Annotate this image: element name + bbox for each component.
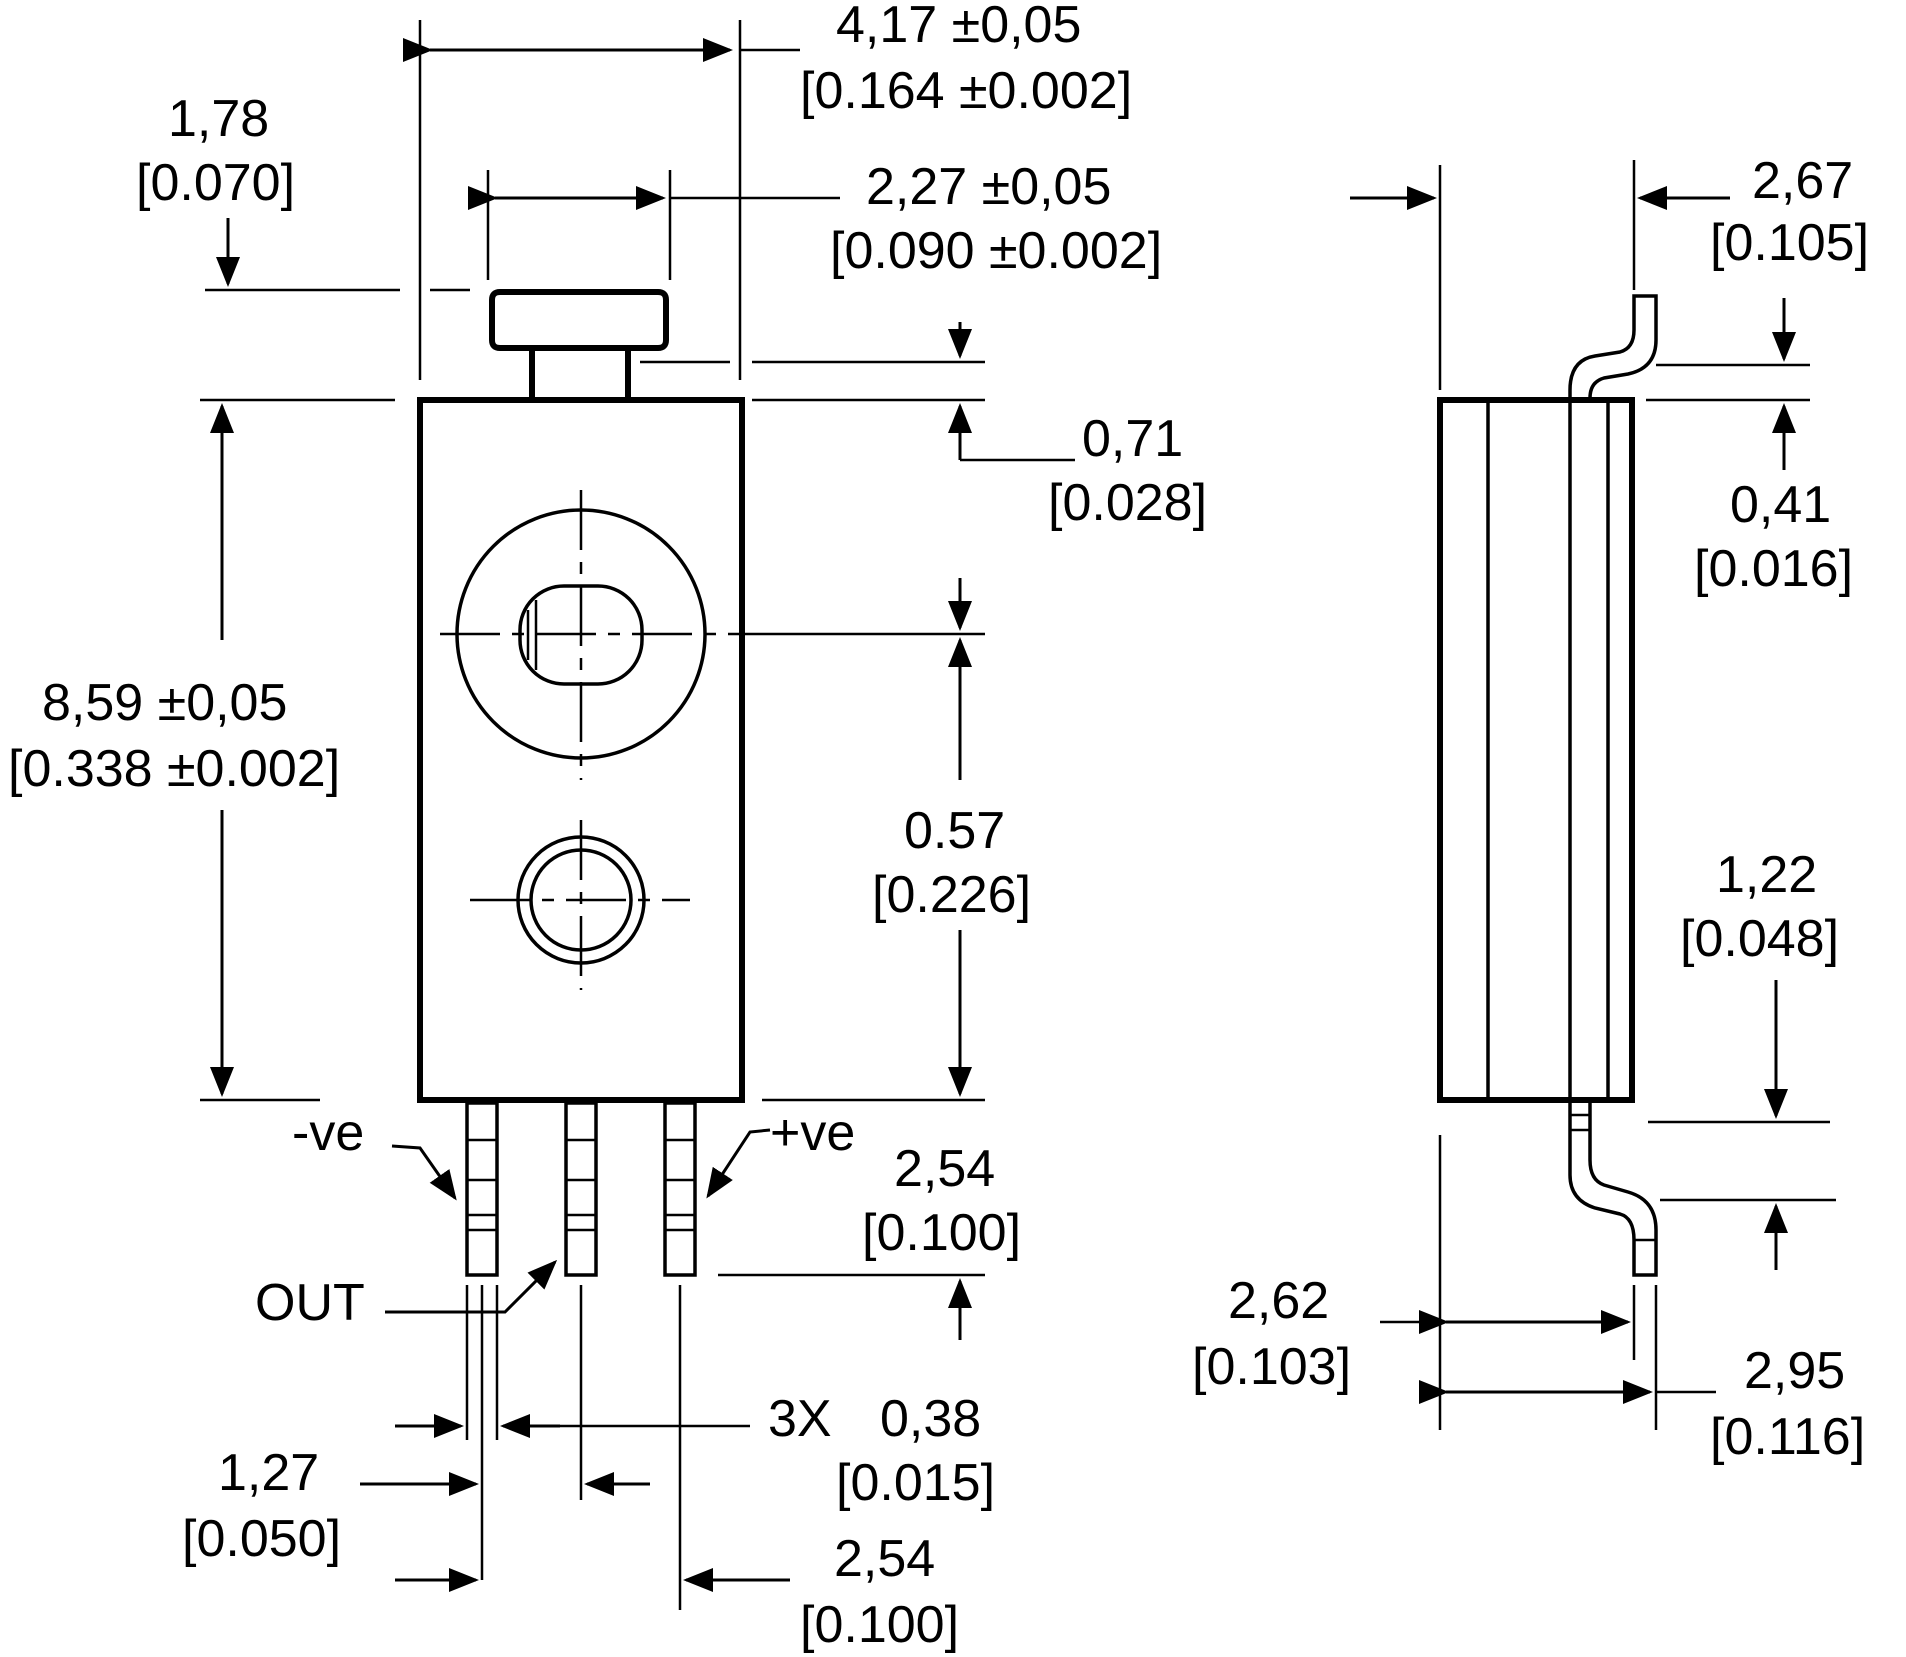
overall-width-mm: 4,17 ±0,05 (836, 0, 1081, 54)
button-stem (529, 345, 631, 403)
side-lead-outer-inch: [0.116] (1710, 1408, 1865, 1466)
body-height-inch: [0.338 ±0.002] (8, 740, 340, 798)
center-to-base-inch: [0.226] (872, 866, 1031, 924)
lead-pitch-mm: 2,54 (834, 1530, 935, 1588)
body-height-mm: 8,59 ±0,05 (42, 674, 287, 732)
side-depth-mm: 2,67 (1752, 152, 1853, 210)
side-view (1350, 160, 1836, 1430)
side-bottom-lead (1568, 1100, 1658, 1277)
lead-width-mm: 0,38 (880, 1390, 981, 1448)
side-lead-outer-mm: 2,95 (1744, 1342, 1845, 1400)
lead-offset-mm: 1,27 (218, 1444, 319, 1502)
side-lead-inner-mm: 2,62 (1228, 1272, 1329, 1330)
side-top-tab (1568, 294, 1658, 400)
lead-positive (663, 1101, 697, 1277)
side-tab-mm: 0,41 (1730, 476, 1831, 534)
dimension-labels: 4,17 ±0,05 [0.164 ±0.002] 1,78 [0.070] 2… (8, 0, 1869, 1654)
button-height-inch: [0.028] (1048, 474, 1207, 532)
lead-exposed-mm: 2,54 (894, 1140, 995, 1198)
button-height-mm: 0,71 (1082, 410, 1183, 468)
side-bend-inch: [0.048] (1680, 910, 1839, 968)
button-width-inch: [0.090 ±0.002] (830, 222, 1162, 280)
lead-negative (465, 1101, 499, 1277)
button-width-mm: 2,27 ±0,05 (866, 158, 1111, 216)
button-cap (489, 289, 669, 351)
button-offset-inch: [0.070] (136, 154, 295, 212)
side-body (1437, 397, 1635, 1103)
button-offset-mm: 1,78 (168, 90, 269, 148)
pin-positive-label: +ve (770, 1104, 855, 1162)
lead-width-count: 3X (768, 1390, 832, 1448)
side-bend-mm: 1,22 (1716, 846, 1817, 904)
side-depth-inch: [0.105] (1710, 214, 1869, 272)
overall-width-inch: [0.164 ±0.002] (800, 62, 1132, 120)
front-view (200, 20, 1075, 1610)
side-tab-inch: [0.016] (1694, 540, 1853, 598)
side-lead-inner-inch: [0.103] (1192, 1338, 1351, 1396)
center-to-base-mm: 0.57 (904, 802, 1005, 860)
pin-negative-label: -ve (292, 1104, 364, 1162)
pin-output-label: OUT (255, 1274, 365, 1332)
lead-output (564, 1101, 598, 1277)
lead-offset-inch: [0.050] (182, 1510, 341, 1568)
lead-pitch-inch: [0.100] (800, 1596, 959, 1654)
lead-width-inch: [0.015] (836, 1454, 995, 1512)
lead-exposed-inch: [0.100] (862, 1204, 1021, 1262)
